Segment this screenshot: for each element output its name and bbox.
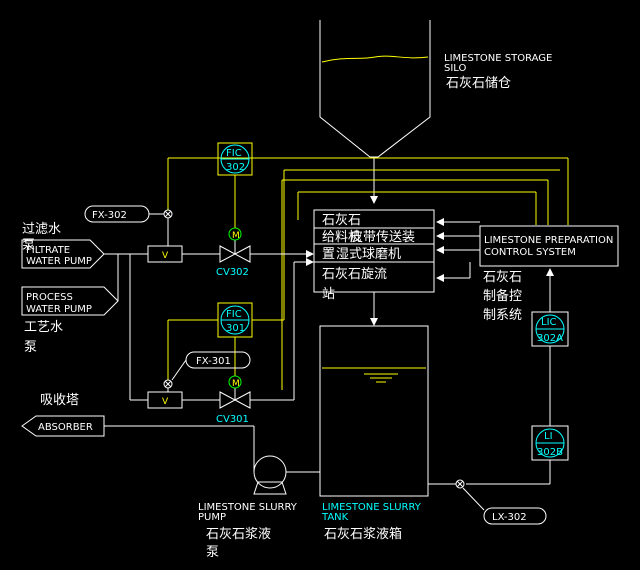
limestone-storage-silo bbox=[319, 20, 431, 204]
limestone-slurry-pump[interactable] bbox=[253, 455, 320, 495]
tank-cn: 石灰石浆液箱 bbox=[324, 526, 402, 542]
fic-301-num: 301 bbox=[226, 323, 245, 334]
silo-label-en: LIMESTONE STORAGE bbox=[444, 53, 552, 64]
lx-302-label: LX-302 bbox=[492, 512, 527, 523]
limestone-slurry-tank bbox=[319, 325, 429, 497]
fx-301-flow-transmitter[interactable]: FX-301 bbox=[163, 351, 251, 392]
filtrate-water-pump-source[interactable]: FILTRATE WATER PUMP bbox=[21, 239, 105, 269]
process-line-2: 给料机 bbox=[322, 230, 361, 245]
process-en-1: PROCESS bbox=[26, 292, 73, 303]
flow-element-v-upper[interactable]: V bbox=[147, 245, 183, 263]
control-cn-3: 制系统 bbox=[483, 308, 522, 323]
valve-v-label-lower: V bbox=[162, 397, 169, 407]
absorber-cn: 吸收塔 bbox=[40, 393, 79, 408]
lic-302a-indicator[interactable]: LIC 302A bbox=[531, 311, 569, 347]
fx-301-label: FX-301 bbox=[196, 356, 231, 367]
tank-en-2: TANK bbox=[321, 512, 349, 523]
li-302b-tag: LI bbox=[544, 431, 553, 442]
process-line-5: 站 bbox=[322, 287, 335, 302]
pump-en-2: PUMP bbox=[198, 512, 226, 523]
process-cn-1: 工艺水 bbox=[24, 320, 63, 335]
filtrate-en-1: FILTRATE bbox=[26, 245, 70, 256]
control-en-1: LIMESTONE PREPARATION bbox=[484, 235, 613, 246]
process-water-pump-source[interactable]: PROCESS WATER PUMP bbox=[21, 286, 119, 316]
fic-301-controller[interactable]: FIC 301 bbox=[217, 302, 253, 338]
silo-label-en-2: SILO bbox=[444, 63, 467, 74]
tank-en-1: LIMESTONE SLURRY bbox=[322, 502, 422, 513]
lx-302-level-transmitter[interactable]: LX-302 bbox=[428, 479, 547, 525]
silo-label-cn: 石灰石储仓 bbox=[446, 76, 511, 91]
cv301-label: CV301 bbox=[216, 414, 249, 425]
process-line-4: 石灰石旋流 bbox=[322, 267, 387, 282]
filtrate-en-2: WATER PUMP bbox=[26, 256, 92, 267]
pump-en-1: LIMESTONE SLURRY bbox=[198, 502, 298, 513]
process-line-3b: 湿式球磨机 bbox=[336, 247, 401, 262]
process-line-3: 置 bbox=[322, 247, 335, 262]
cv302-label: CV302 bbox=[216, 267, 249, 278]
fic-302-tag: FIC bbox=[226, 148, 242, 159]
process-en-2: WATER PUMP bbox=[26, 304, 92, 315]
absorber-destination[interactable]: ABSORBER bbox=[21, 415, 105, 437]
lic-302a-num: 302A bbox=[537, 333, 563, 344]
valve-v-label-upper: V bbox=[162, 251, 169, 261]
pump-cn-2: 泵 bbox=[206, 545, 219, 560]
control-cn-1: 石灰石 bbox=[483, 270, 522, 285]
fic-302-num: 302 bbox=[226, 162, 245, 173]
control-cn-2: 制备控 bbox=[483, 288, 522, 304]
fx-302-label: FX-302 bbox=[92, 210, 127, 221]
pump-cn-1: 石灰石浆液 bbox=[206, 527, 271, 542]
grinding-process-box[interactable]: 石灰石 给料机 皮带传送装 置 湿式球磨机 石灰石旋流 站 bbox=[313, 209, 435, 302]
lic-302a-tag: LIC bbox=[541, 317, 557, 328]
process-line-2b: 皮带传送装 bbox=[350, 230, 415, 245]
fic-301-tag: FIC bbox=[226, 309, 242, 320]
motor-m-cv301: M bbox=[232, 379, 240, 389]
fic-302-controller[interactable]: FIC 302 bbox=[217, 142, 253, 176]
motor-m-cv302: M bbox=[232, 231, 240, 241]
process-line-1: 石灰石 bbox=[322, 213, 361, 228]
li-302b-num: 302B bbox=[537, 447, 563, 458]
flow-element-v-lower[interactable]: V bbox=[147, 391, 183, 409]
process-cn-2: 泵 bbox=[24, 340, 37, 355]
control-valve-cv302[interactable]: M CV302 bbox=[216, 227, 251, 278]
limestone-preparation-control-system[interactable]: LIMESTONE PREPARATION CONTROL SYSTEM bbox=[479, 225, 619, 267]
control-en-2: CONTROL SYSTEM bbox=[484, 247, 576, 258]
fx-302-flow-transmitter[interactable]: FX-302 bbox=[84, 205, 173, 246]
filtrate-cn-1: 过滤水 bbox=[22, 222, 61, 237]
control-valve-cv301[interactable]: M CV301 bbox=[216, 375, 251, 425]
absorber-en: ABSORBER bbox=[38, 422, 93, 433]
li-302b-indicator[interactable]: LI 302B bbox=[531, 425, 569, 461]
filtrate-cn-2: 泵 bbox=[22, 238, 35, 253]
